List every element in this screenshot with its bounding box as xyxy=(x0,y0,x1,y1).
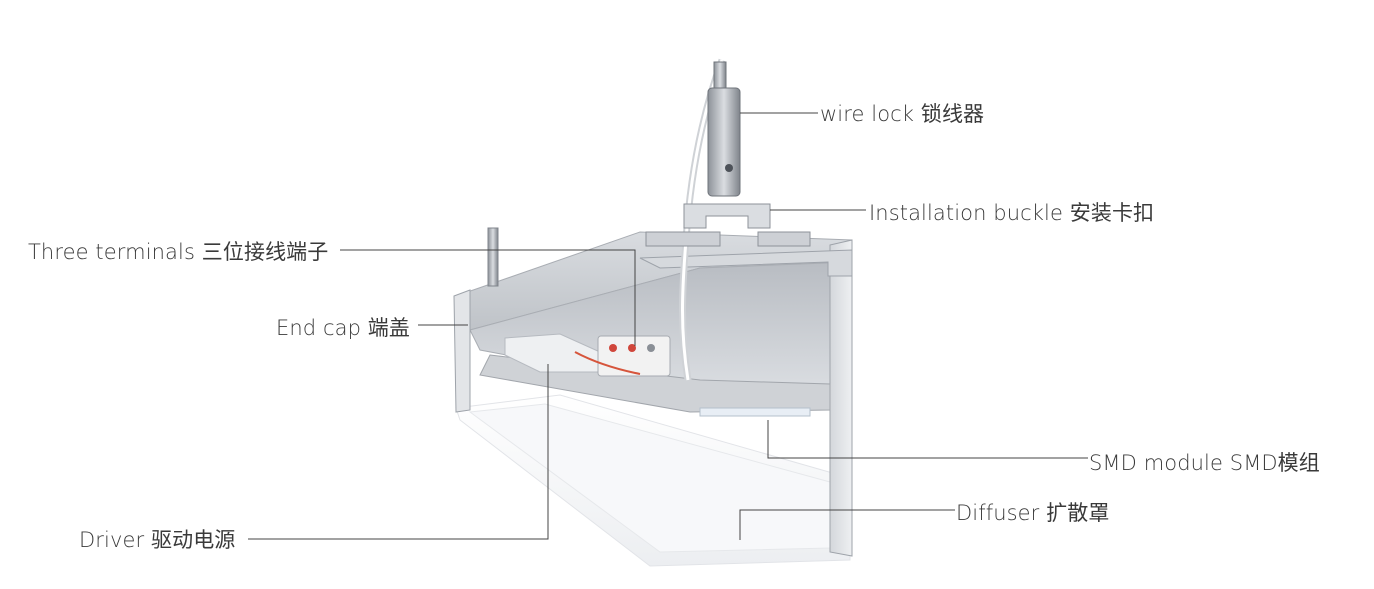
diffuser-body xyxy=(455,394,851,567)
leader-diffuser xyxy=(739,509,955,540)
leader-smd-module xyxy=(767,420,1088,459)
leader-driver xyxy=(248,364,549,540)
end-rod xyxy=(487,227,499,287)
leader-lines xyxy=(248,112,1088,540)
label-end-cap: End cap 端盖 xyxy=(276,316,411,340)
label-wire-lock: wire lock 锁线器 xyxy=(820,102,985,126)
label-diffuser: Diffuser 扩散罩 xyxy=(956,501,1110,525)
terminal-block xyxy=(574,335,671,377)
end-cap xyxy=(453,289,471,413)
label-installation-buckle: Installation buckle 安装卡扣 xyxy=(869,201,1155,225)
label-driver: Driver 驱动电源 xyxy=(79,528,236,552)
leader-three-terminals xyxy=(340,249,636,346)
label-three-terminals: Three terminals 三位接线端子 xyxy=(28,240,329,264)
wire-lock xyxy=(707,61,741,197)
label-smd-module: SMD module SMD模组 xyxy=(1089,451,1320,475)
installation-buckle xyxy=(645,203,811,247)
